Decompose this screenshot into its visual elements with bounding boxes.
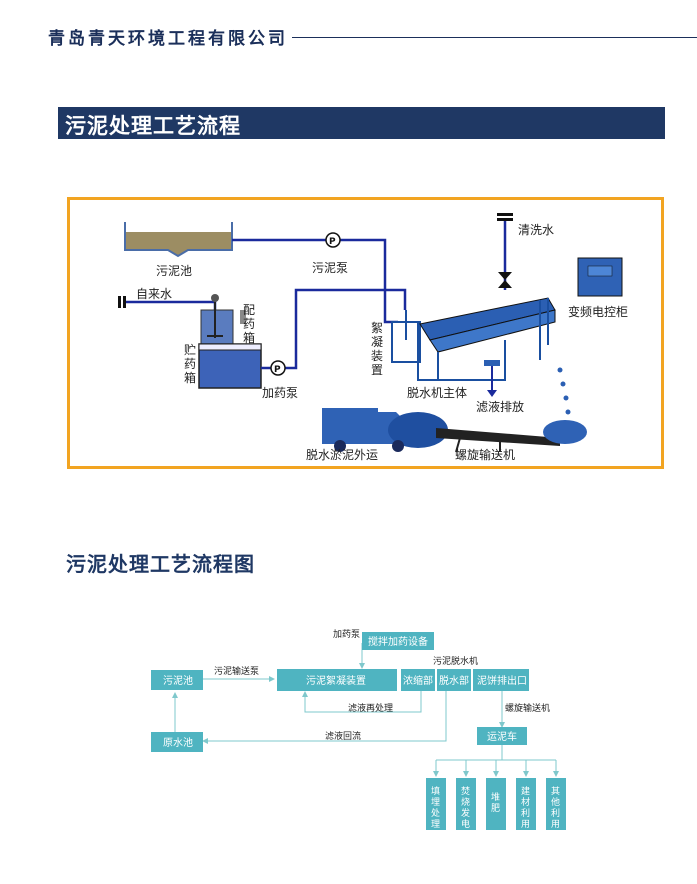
- fc-outlet-box: [473, 669, 529, 691]
- fc-flocculation-text: 污泥絮凝装置: [306, 674, 366, 687]
- fc-use-char-5-4: 用: [551, 819, 560, 830]
- fc-reprocess-label: 滤液再处理: [348, 702, 393, 714]
- fc-dosing-pump-label: 加药泵: [333, 629, 360, 640]
- section1-banner: 污泥处理工艺流程: [58, 107, 665, 139]
- fc-sludge-tank-text: 污泥池: [163, 674, 193, 687]
- fc-dewater-machine-label: 污泥脱水机: [433, 655, 478, 667]
- fc-raw-water-box: [151, 732, 203, 752]
- fc-mixing-text: 搅拌加药设备: [368, 635, 428, 648]
- header-rule: [292, 37, 697, 38]
- fc-use-box-4: [516, 778, 536, 830]
- fc-use-char-5-3: 利: [551, 807, 560, 819]
- fc-screw-label: 螺旋输送机: [505, 702, 550, 714]
- fc-use-char-3-2: 肥: [491, 803, 500, 814]
- fc-flocculation-box: [277, 669, 397, 691]
- fc-use-box-3: [486, 778, 506, 830]
- process-diagram-frame: [67, 197, 664, 469]
- fc-raw-water-text: 原水池: [163, 736, 193, 749]
- fc-use-char-4-3: 利: [521, 807, 530, 819]
- fc-use-char-5-1: 其: [551, 786, 560, 797]
- fc-use-char-2-1: 焚: [461, 786, 470, 797]
- fc-use-char-3-1: 堆: [491, 792, 500, 803]
- section1-title: 污泥处理工艺流程: [65, 114, 241, 138]
- fc-use-char-1-2: 埋: [431, 797, 440, 808]
- fc-sludge-tank-box: [151, 670, 203, 690]
- fc-use-char-2-4: 电: [461, 818, 470, 830]
- fc-use-box-5: [546, 778, 566, 830]
- fc-dewatering-text: 脱水部: [439, 674, 469, 687]
- fc-truck-box: [477, 727, 527, 745]
- fc-use-char-4-1: 建: [521, 785, 530, 797]
- fc-truck-text: 运泥车: [487, 730, 517, 743]
- fc-thickening-box: [401, 669, 435, 691]
- company-name: 青岛青天环境工程有限公司: [48, 29, 288, 49]
- fc-thickening-text: 浓缩部: [403, 674, 433, 687]
- fc-use-char-5-2: 他: [551, 796, 560, 808]
- fc-use-char-2-2: 烧: [461, 796, 470, 808]
- fc-use-char-1-1: 填: [431, 785, 440, 797]
- fc-transfer-pump-label: 污泥输送泵: [214, 665, 259, 677]
- section2-title: 污泥处理工艺流程图: [66, 552, 255, 576]
- fc-use-char-2-3: 发: [461, 807, 470, 819]
- fc-use-char-4-4: 用: [521, 819, 530, 830]
- fc-use-char-4-2: 材: [521, 796, 530, 808]
- fc-mixing-box: [362, 632, 434, 650]
- fc-use-char-1-3: 处: [431, 807, 440, 819]
- fc-dewatering-box: [437, 669, 471, 691]
- fc-use-box-2: [456, 778, 476, 830]
- fc-use-box-1: [426, 778, 446, 830]
- fc-return-label: 滤液回流: [325, 730, 361, 742]
- fc-outlet-text: 泥饼排出口: [477, 674, 527, 687]
- fc-use-char-1-4: 理: [431, 819, 440, 830]
